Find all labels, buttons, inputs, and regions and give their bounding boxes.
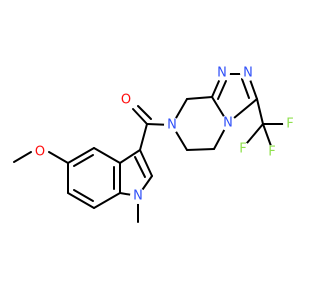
fluorine-1-atom: F: [283, 117, 297, 132]
bond-carbonyl-o: [132, 108, 148, 125]
bond-n2t-c3t-inner: [241, 78, 250, 99]
fluorine-1-label: F: [286, 117, 293, 132]
carbonyl-oxygen-label: O: [121, 93, 131, 108]
indole-nitrogen-atom: N: [130, 188, 146, 204]
bond-c8-c8a: [186, 96, 213, 100]
amide-nitrogen-atom: N: [164, 117, 180, 133]
bond-c7a-c7: [93, 192, 121, 209]
fluorine-3-label: F: [268, 145, 275, 160]
triazole-nitrogen-4-atom: N: [220, 115, 236, 131]
bond-c3a-c3: [119, 149, 141, 164]
bond-carbonyl-o-second: [137, 105, 152, 120]
amide-nitrogen-label: N: [167, 118, 177, 133]
bond-c7-c6: [67, 192, 95, 209]
indole-nitrogen-label: N: [133, 189, 143, 204]
bond-c3-carbonyl: [139, 123, 148, 151]
fluorine-2-label: F: [239, 142, 246, 157]
bond-methyl-o: [13, 151, 32, 163]
methoxy-oxygen-atom: O: [32, 144, 48, 160]
carbonyl-oxygen-atom: O: [118, 92, 134, 108]
bond-c5-c4-inner: [73, 154, 94, 167]
triazole-nitrogen-1-atom: N: [214, 65, 230, 81]
bond-c3t-cf3: [256, 98, 264, 125]
bond-c8a-n1t-inner: [217, 80, 227, 100]
bond-o-c5: [48, 151, 69, 164]
bond-lines: [13, 73, 286, 223]
fluorine-3-atom: F: [265, 145, 279, 160]
bond-c4-c3a: [93, 147, 121, 164]
bond-c7-c6-inner: [73, 189, 94, 202]
bond-c3-c2-inner: [134, 156, 146, 178]
bond-cf3-f-left: [246, 123, 264, 144]
methoxy-oxygen-label: O: [35, 145, 45, 160]
triazole-nitrogen-2-label: N: [243, 66, 253, 81]
atom-labels: O O N N N N N F: [32, 65, 297, 204]
molecule-canvas: O O N N N N N F: [13, 65, 297, 223]
triazole-nitrogen-2-atom: N: [240, 65, 256, 81]
triazole-nitrogen-4-label: N: [223, 116, 233, 131]
bond-c3-c2: [139, 149, 153, 177]
fluorine-2-atom: F: [236, 142, 250, 157]
bond-c5-c4: [67, 147, 95, 164]
bond-c5p-c6p: [186, 148, 215, 151]
bond-cf3-f-bottom: [262, 123, 272, 147]
triazole-nitrogen-1-label: N: [217, 66, 227, 81]
molecule-structure: O O N N N N N F: [13, 65, 297, 223]
